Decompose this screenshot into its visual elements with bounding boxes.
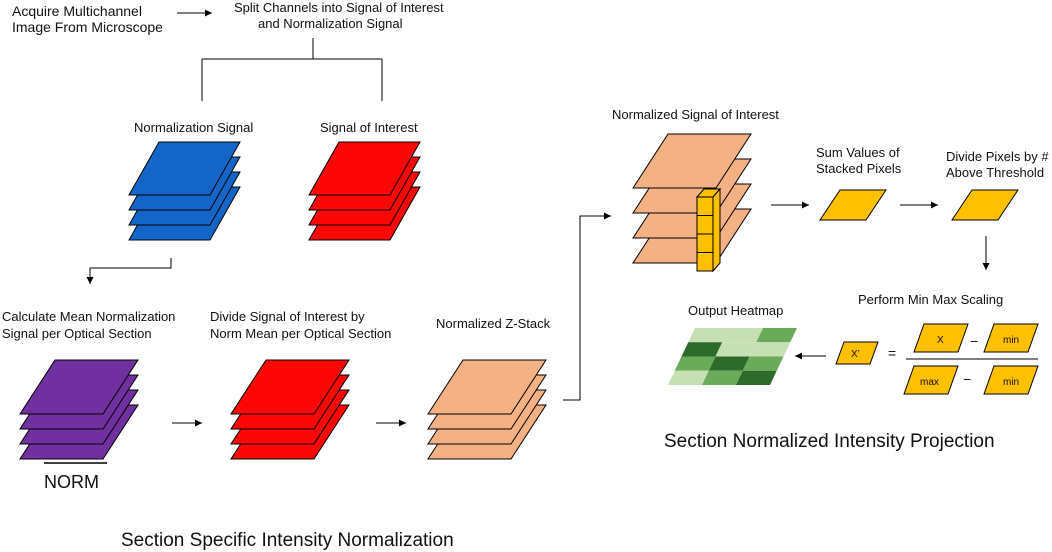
section-specific-title: Section Specific Intensity Normalization (121, 530, 454, 551)
divide-pixels-label-line2: Above Threshold (946, 165, 1044, 180)
min-text-numerator: min (1003, 335, 1019, 346)
split-bracket (201, 38, 383, 101)
mean-normalization-stack (19, 359, 139, 460)
signal-of-interest-stack (308, 141, 421, 241)
divided-signal-stack (230, 359, 350, 460)
x-box (913, 323, 969, 353)
normalization-signal-layer (128, 141, 241, 196)
normalized-zstack (427, 359, 547, 460)
stacked-pixels-column (695, 187, 722, 273)
minus-sign-numerator: − (970, 333, 978, 349)
heatmap-cell (674, 356, 716, 371)
acquire-label-line1: Acquire Multichannel (12, 3, 142, 19)
x-prime-text: X’ (851, 349, 860, 360)
normalization-signal-label: Normalization Signal (134, 120, 253, 135)
heatmap-cell (702, 370, 743, 385)
normalized-soi-layer (632, 133, 752, 189)
pixel-column-side (712, 187, 721, 273)
minmax-label: Perform Min Max Scaling (858, 292, 1003, 307)
mean-normalization-layer (19, 359, 139, 415)
equals-sign: = (888, 345, 896, 361)
arrow-zstack-to-projection (563, 212, 611, 401)
minmax-formula: X’ = X − min max − min (835, 323, 1039, 395)
heatmap-cell (715, 342, 757, 357)
normalized-zstack-layer (427, 359, 547, 415)
split-label-line1: Split Channels into Signal of Interest (234, 0, 444, 15)
heatmap-cell (749, 342, 791, 357)
max-box (903, 365, 959, 395)
calc-mean-label-line1: Calculate Mean Normalization (2, 309, 175, 324)
min-box-denominator (983, 365, 1039, 395)
heatmap-cell (756, 328, 797, 343)
acquire-label-line2: Image From Microscope (12, 19, 163, 35)
sum-label-line2: Stacked Pixels (816, 161, 902, 176)
divided-signal-layer (230, 359, 350, 415)
signal-of-interest-label: Signal of Interest (320, 120, 418, 135)
heatmap-cell (708, 356, 750, 371)
heatmap-cell (736, 370, 777, 385)
signal-of-interest-layer (308, 141, 421, 196)
output-heatmap (668, 328, 797, 385)
x-text: X (937, 335, 944, 346)
divide-pixels-label-line1: Divide Pixels by # (946, 149, 1049, 164)
calc-mean-label-line2: Signal per Optical Section (2, 326, 152, 341)
heatmap-cell (742, 356, 784, 371)
min-box-numerator (983, 323, 1039, 353)
arrow-norm-to-mean (86, 258, 172, 284)
x-prime-box (835, 341, 879, 365)
divide-label-line2: Norm Mean per Optical Section (210, 326, 391, 341)
split-label-line2: and Normalization Signal (258, 16, 403, 31)
normalized-soi-stack (632, 133, 752, 264)
max-text: max (920, 377, 939, 388)
heatmap-cell (681, 342, 723, 357)
min-text-denominator: min (1003, 377, 1019, 388)
normalized-zstack-label: Normalized Z-Stack (436, 316, 551, 331)
normalized-soi-label: Normalized Signal of Interest (612, 107, 779, 122)
heatmap-cell (688, 328, 729, 343)
norm-bar-label: NORM (44, 472, 99, 492)
minus-sign-denominator: − (963, 371, 971, 387)
divide-label-line1: Divide Signal of Interest by (210, 309, 365, 324)
divided-pixel (951, 189, 1019, 221)
sum-label-line1: Sum Values of (816, 145, 900, 160)
section-normalized-title: Section Normalized Intensity Projection (664, 431, 995, 452)
heatmap-cell (722, 328, 763, 343)
normalization-signal-stack (128, 141, 241, 241)
heatmap-cell (668, 370, 709, 385)
output-heatmap-label: Output Heatmap (688, 303, 783, 318)
summed-pixel (819, 189, 887, 221)
